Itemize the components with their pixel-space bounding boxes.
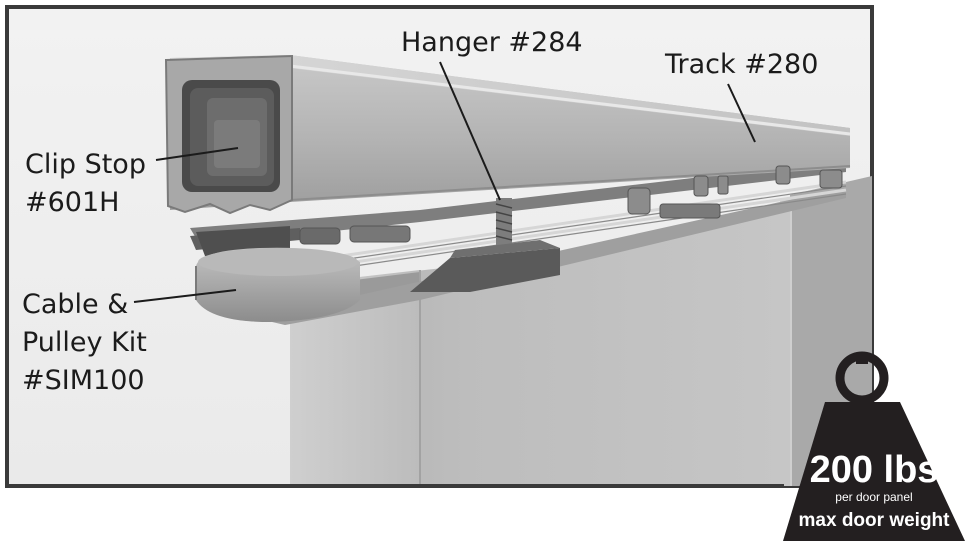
weight-value: 200 lbs — [809, 449, 939, 491]
pulley-label-line2: Pulley Kit — [22, 327, 147, 358]
track-rollers — [299, 165, 843, 245]
track-flange — [190, 160, 846, 245]
track-label: Track #280 — [665, 49, 819, 80]
track-end-profile — [164, 54, 293, 215]
pulley — [195, 247, 360, 322]
weight-caption: max door weight — [798, 510, 950, 531]
weight-subtext: per door panel — [835, 490, 913, 504]
hanger-label: Hanger #284 — [401, 27, 583, 58]
hanger — [410, 198, 560, 292]
leader-lines — [133, 61, 756, 303]
pulley-label-line3: #SIM100 — [22, 365, 145, 396]
clip-stop-label-line2: #601H — [25, 187, 120, 218]
weight-icon — [783, 351, 965, 541]
pulley-label-line1: Cable & — [22, 289, 129, 320]
cable-lines — [299, 180, 847, 272]
clip-stop-label-line1: Clip Stop — [25, 149, 146, 180]
